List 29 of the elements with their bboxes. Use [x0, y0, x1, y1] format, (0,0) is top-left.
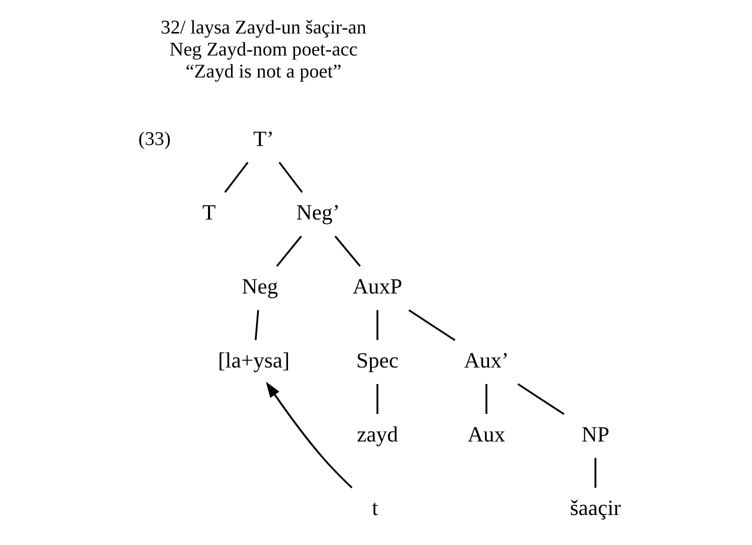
- node-text: Aux: [467, 422, 505, 446]
- connector: [516, 383, 564, 415]
- node-text: t: [371, 496, 378, 520]
- node-text: Spec: [356, 348, 398, 372]
- arrow: [265, 382, 352, 488]
- label: 32/ laysa Zayd-un šaçir-an: [160, 18, 366, 39]
- node-text: T’: [252, 126, 274, 151]
- connector: [224, 162, 248, 193]
- label: (33): [138, 129, 170, 150]
- node-text: [la+ysa]: [218, 348, 290, 372]
- node-text: zayd: [356, 422, 398, 446]
- node-text: AuxP: [352, 274, 402, 299]
- node-text: Neg: [241, 274, 278, 299]
- connector: [376, 384, 378, 414]
- label: Neg Zayd-nom poet-acc: [168, 39, 358, 60]
- node-text: šaaçir: [570, 496, 620, 520]
- connector: [334, 236, 360, 267]
- connector: [594, 458, 596, 488]
- connector: [485, 384, 487, 414]
- connector: [408, 309, 455, 342]
- node-text: NP: [580, 422, 609, 446]
- connector: [376, 310, 378, 340]
- connector: [278, 162, 302, 193]
- node-text: Aux’: [464, 348, 508, 372]
- node-text: Neg’: [296, 200, 340, 225]
- connector: [276, 236, 302, 267]
- label: “Zayd is not a poet”: [185, 61, 342, 82]
- node-text: T: [202, 200, 216, 225]
- connector: [254, 310, 259, 340]
